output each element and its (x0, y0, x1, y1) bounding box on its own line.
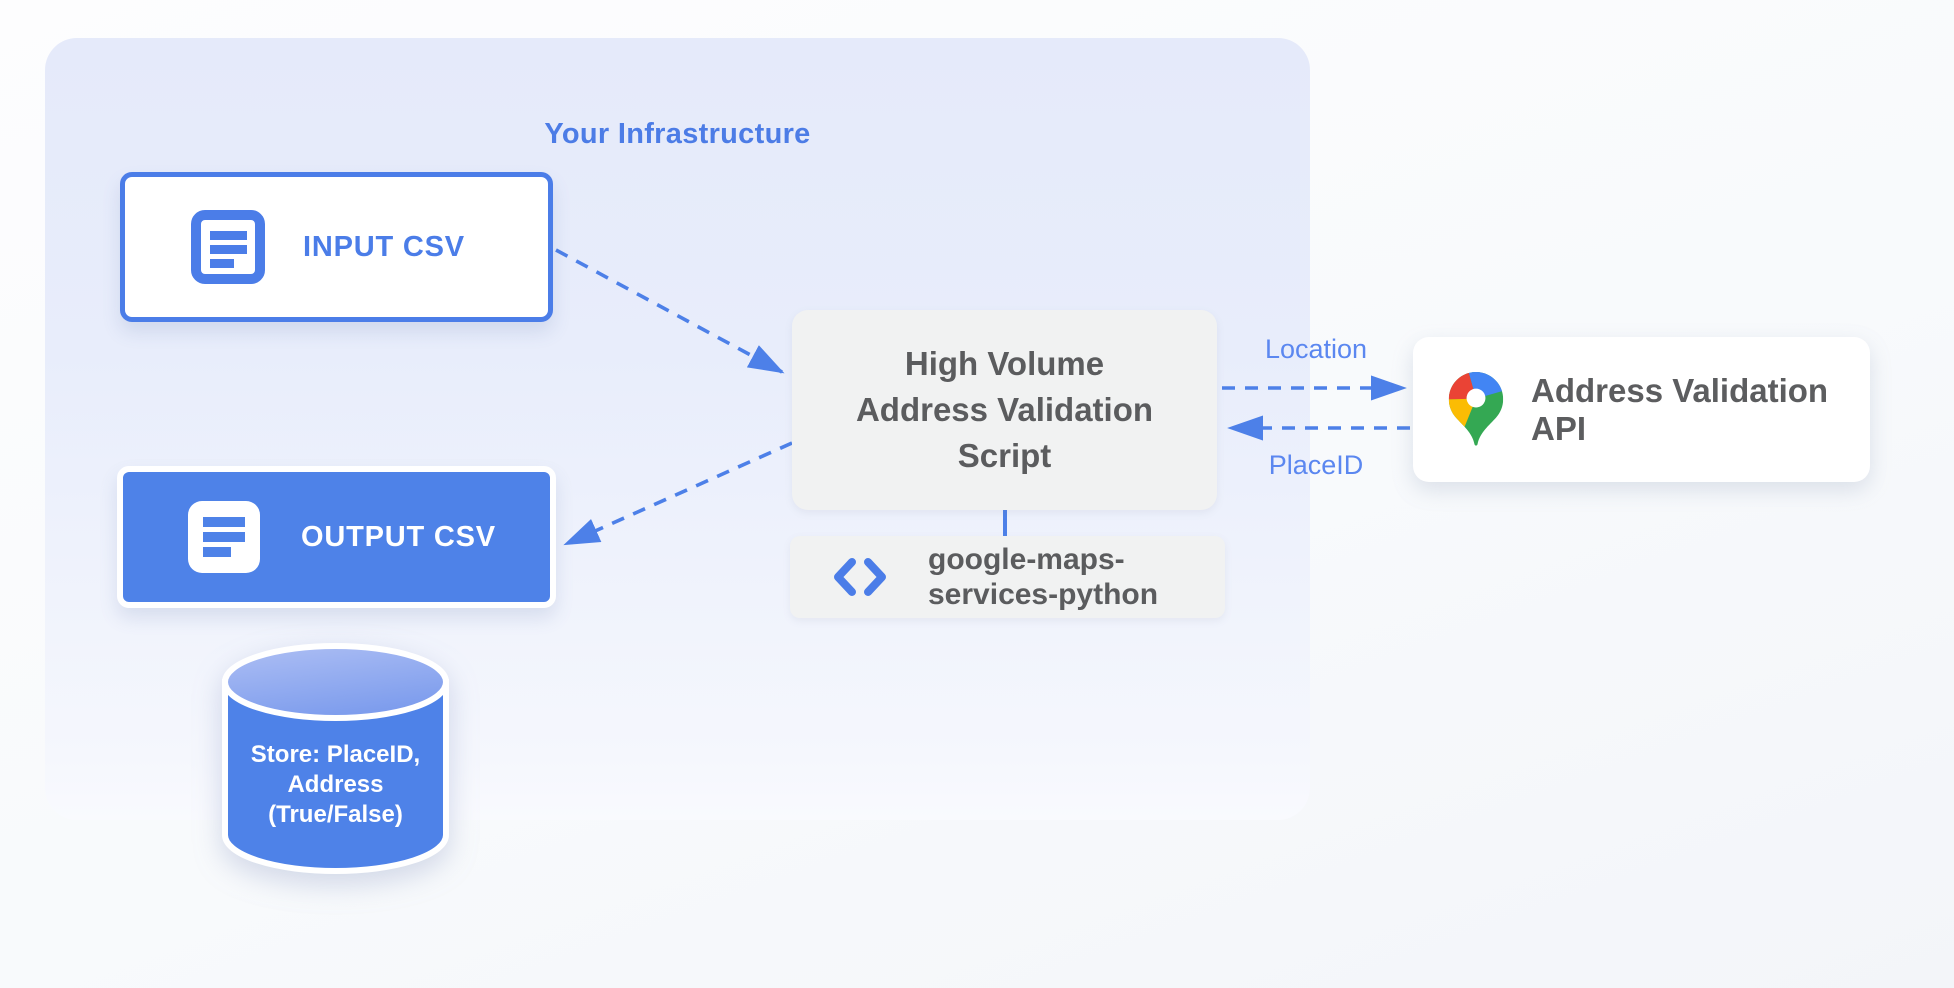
output-csv-label: OUTPUT CSV (301, 520, 496, 553)
address-validation-api-node: Address Validation API (1413, 337, 1870, 482)
input-csv-node: INPUT CSV (120, 172, 553, 322)
code-icon (834, 558, 886, 596)
library-label: google-maps- services-python (928, 543, 1159, 611)
datastore-node: Store: PlaceID, Address (True/False) (218, 642, 453, 878)
location-arrow-label: Location (1264, 334, 1368, 364)
output-csv-node: OUTPUT CSV (117, 466, 556, 608)
datastore-label: Store: PlaceID, Address (True/False) (250, 741, 421, 828)
document-icon (191, 210, 265, 284)
validation-script-node: High Volume Address Validation Script (792, 310, 1217, 510)
document-icon (188, 501, 260, 573)
google-maps-pin-icon (1448, 371, 1504, 446)
database-cylinder-icon (222, 643, 449, 874)
api-label: Address Validation API (1531, 371, 1829, 447)
library-node: google-maps- services-python (790, 536, 1225, 618)
placeid-arrow-label: PlaceID (1268, 450, 1364, 480)
infrastructure-title: Your Infrastructure (544, 118, 811, 150)
input-csv-label: INPUT CSV (303, 230, 465, 263)
